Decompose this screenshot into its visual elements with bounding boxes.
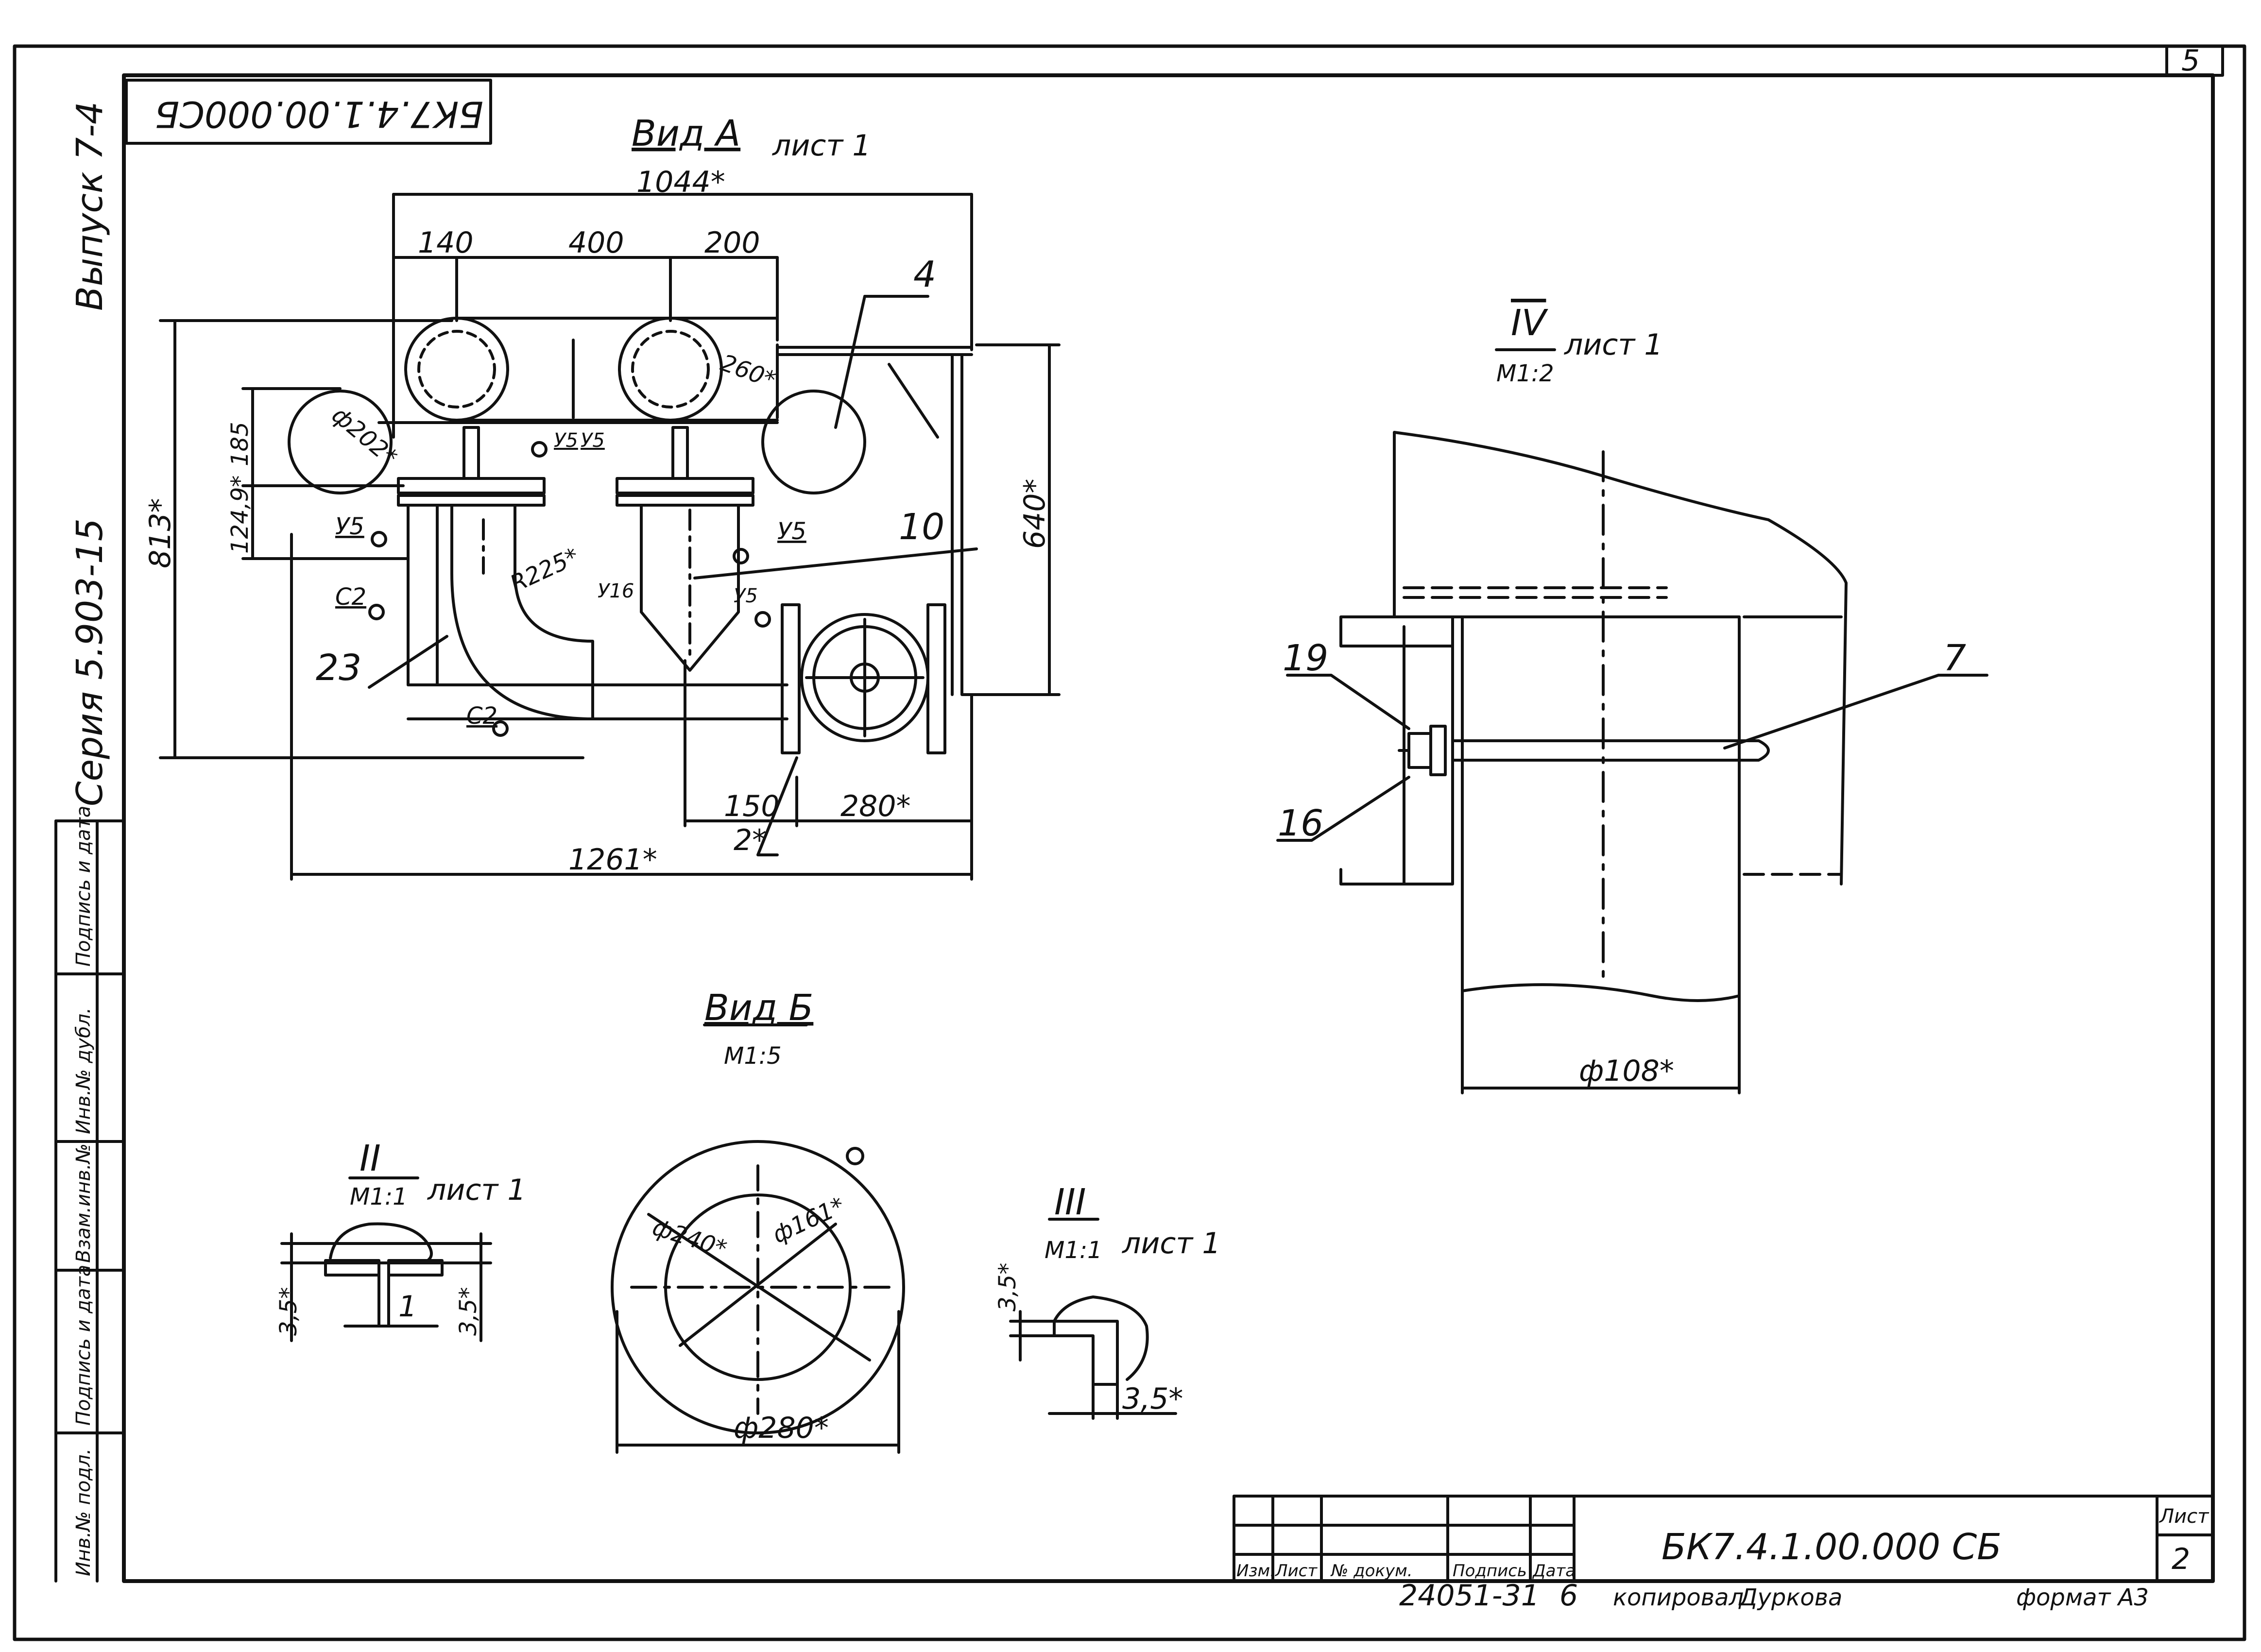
- dim-813: 813*: [143, 498, 177, 568]
- side-stamp-cell-1: Подпись и дата: [72, 806, 95, 967]
- dim-140: 140: [418, 226, 474, 260]
- weld-c2-b: С2: [466, 702, 497, 730]
- issue-label: Выпуск 7-4: [69, 102, 111, 311]
- corner-number: 5: [2181, 44, 2200, 78]
- col-sign: Подпись: [1453, 1561, 1527, 1581]
- col-docnum: № докум.: [1330, 1561, 1413, 1581]
- series-label: Серия 5.903-15: [69, 518, 111, 806]
- footer-copied-name: Дуркова: [1738, 1584, 1842, 1611]
- view-ii-callout: 1: [398, 1290, 417, 1324]
- view-ii-label: II: [360, 1138, 381, 1179]
- dim-640: 640*: [1018, 478, 1052, 549]
- footer-num: 6: [1559, 1579, 1578, 1613]
- side-stamp-cell-2: Инв.№ дубл.: [72, 1007, 95, 1134]
- sheet-number: 2: [2172, 1542, 2190, 1576]
- dim-1261: 1261*: [568, 843, 657, 877]
- footer-inv: 24051-31: [1399, 1579, 1540, 1613]
- view-b-d240: ф240*: [649, 1213, 730, 1263]
- callout-16: 16: [1278, 802, 1323, 844]
- callout-19: 19: [1283, 637, 1328, 679]
- view-iii-label: III: [1054, 1181, 1086, 1223]
- side-stamp-cell-4: Подпись и дата: [72, 1265, 95, 1426]
- weld-y5-d: У5: [777, 518, 806, 545]
- callout-7: 7: [1943, 637, 1966, 679]
- dim-400: 400: [568, 226, 624, 260]
- view-a-title: Вид А: [632, 113, 740, 154]
- view-ii-dim-left: 3,5*: [275, 1287, 302, 1336]
- view-b-title: Вид Б: [704, 987, 813, 1029]
- col-date: Дата: [1532, 1561, 1576, 1581]
- side-stamp: [54, 819, 125, 1583]
- rotated-code: БК7.4.1.00.000СБ: [155, 93, 483, 135]
- weld-y5-a: У5: [335, 513, 364, 540]
- view-a-ref: лист 1: [772, 129, 871, 163]
- dim-overall-width: 1044*: [636, 165, 725, 199]
- view-b-d280: ф280*: [734, 1411, 829, 1445]
- weld-y16: У16: [598, 580, 634, 602]
- dim-124: 124,9*: [226, 476, 254, 554]
- weld-y5-b: У5: [554, 429, 578, 452]
- title-block: [1233, 1495, 2214, 1583]
- view-iii-dim-bottom: 3,5*: [1122, 1382, 1183, 1416]
- view-iii-drawing: [1009, 1218, 1177, 1420]
- view-iii-ref: лист 1: [1122, 1226, 1221, 1260]
- side-stamp-cell-5: Инв.№ подл.: [72, 1448, 95, 1576]
- dim-r225: R225*: [506, 543, 583, 598]
- doc-code: БК7.4.1.00.000 СБ: [1661, 1526, 2002, 1568]
- view-a-drawing: [159, 193, 1061, 881]
- weld-y5-c: У5: [581, 429, 605, 452]
- view-b-drawing: [611, 1023, 905, 1454]
- view-iv-drawing: [1276, 348, 1988, 1094]
- view-ii-dim-right: 3,5*: [455, 1287, 482, 1336]
- view-iv-scale: М1:2: [1496, 360, 1554, 387]
- side-stamp-cell-3: Взам.инв.№: [72, 1143, 95, 1263]
- view-iv-dia: ф108*: [1579, 1054, 1674, 1088]
- rotated-code-box: [125, 79, 492, 145]
- callout-23: 23: [316, 647, 361, 689]
- view-iv-label: IV: [1511, 302, 1548, 344]
- dim-185: 185: [226, 422, 254, 466]
- view-iii-dim-top: 3,5*: [994, 1263, 1021, 1311]
- weld-c2-a: С2: [335, 583, 366, 611]
- col-list: Лист: [1274, 1561, 1318, 1581]
- dim-200: 200: [704, 226, 760, 260]
- callout-4: 4: [913, 254, 936, 295]
- view-iv-ref: лист 1: [1564, 328, 1663, 362]
- view-b-scale: М1:5: [724, 1042, 782, 1070]
- dim-2: 2*: [734, 823, 767, 857]
- dim-280: 280*: [840, 789, 911, 823]
- view-ii-drawing: [280, 1176, 492, 1342]
- callout-10: 10: [899, 506, 944, 548]
- footer-format: формат А3: [2016, 1584, 2149, 1611]
- dim-260: 260*: [717, 349, 779, 394]
- footer-copied-label: копировал: [1613, 1584, 1744, 1611]
- view-ii-ref: лист 1: [427, 1173, 526, 1207]
- view-ii-scale: М1:1: [350, 1183, 408, 1210]
- inner-frame: [122, 73, 2215, 1583]
- view-iii-scale: М1:1: [1045, 1237, 1102, 1264]
- col-izm: Изм.: [1236, 1561, 1275, 1581]
- sheet-label: Лист: [2158, 1505, 2210, 1528]
- corner-number-box: [2165, 45, 2224, 77]
- weld-y5-e: У5: [734, 585, 758, 607]
- outer-frame: [13, 44, 2246, 1641]
- dim-150: 150: [724, 789, 780, 823]
